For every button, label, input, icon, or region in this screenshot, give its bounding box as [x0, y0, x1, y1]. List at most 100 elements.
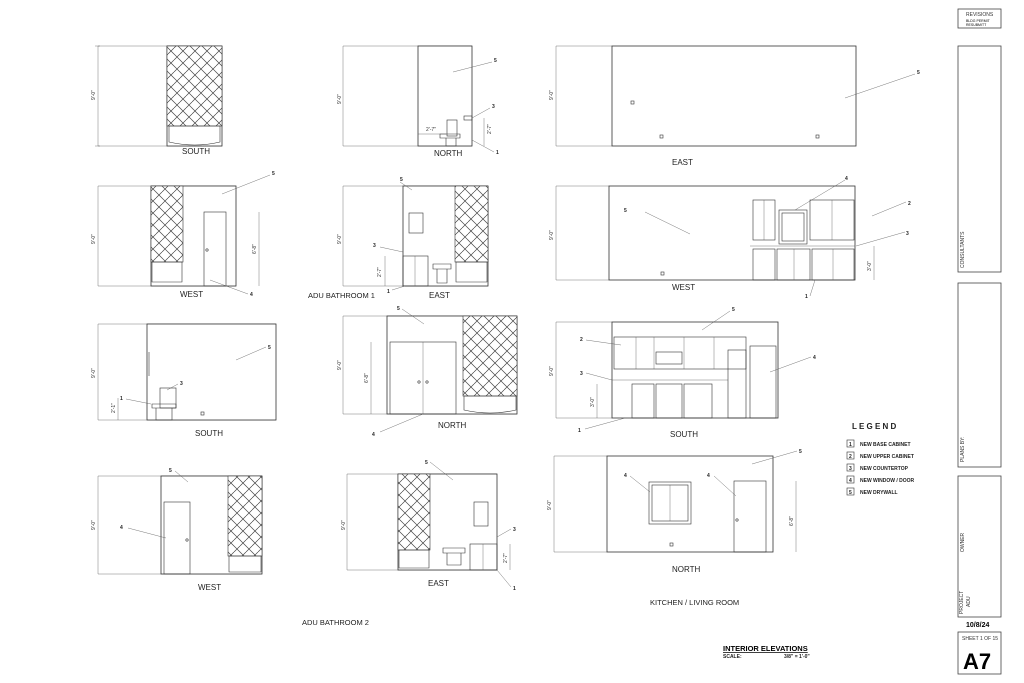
date: 10/8/24: [966, 622, 989, 629]
key-1: 1: [578, 428, 581, 434]
svg-text:BLDG PERMIT: BLDG PERMIT: [966, 19, 991, 23]
elevation-kitchen-south: 5 2 3 1 4 3'-0" 9'-0" SOUTH: [549, 307, 816, 439]
key-4: 4: [624, 473, 627, 479]
view-label: WEST: [198, 583, 221, 592]
svg-text:2: 2: [849, 454, 852, 460]
dim-wall-height: 9'-0": [337, 94, 343, 104]
dim-wall-height: 9'-0": [341, 520, 347, 530]
key-5: 5: [400, 177, 403, 183]
key-5: 5: [917, 70, 920, 76]
dim-wall-height: 9'-0": [549, 230, 555, 240]
view-label: SOUTH: [670, 430, 698, 439]
elevation-bath2-east: 5 3 1 2'-7" 9'-0" EAST ADU BATHROOM 2: [302, 460, 516, 627]
sheet-number: A7: [963, 649, 991, 674]
dim-wall-height: 9'-0": [91, 368, 97, 378]
dim-toilet-width: 2'-7": [426, 127, 436, 133]
elevation-bath1-north: 5 3 1 2'-7" 2'-7" 9'-0" NORTH: [337, 45, 499, 158]
key-5: 5: [425, 460, 428, 466]
key-1: 1: [120, 396, 123, 402]
sheet-count: SHEET 1 OF 15: [962, 636, 998, 642]
dim-counter-height: 3'-0": [867, 261, 873, 271]
svg-text:3: 3: [849, 466, 852, 472]
dim-wall-height: 9'-0": [91, 90, 97, 100]
key-2: 2: [580, 337, 583, 343]
key-3: 3: [180, 381, 183, 387]
legend-item-text: NEW BASE CABINET: [860, 442, 911, 448]
key-5: 5: [397, 306, 400, 312]
dim-vanity-height: 2'-7": [487, 124, 493, 134]
key-5: 5: [268, 345, 271, 351]
key-5: 5: [799, 449, 802, 455]
key-5: 5: [272, 171, 275, 177]
key-4: 4: [813, 355, 816, 361]
dim-door-height: 6'-8": [364, 373, 370, 383]
dim-wall-height: 9'-0": [337, 234, 343, 244]
view-label: NORTH: [672, 565, 701, 574]
section-label-bath2: ADU BATHROOM 2: [302, 618, 369, 627]
legend-title: L E G E N D: [852, 422, 897, 431]
key-5: 5: [624, 208, 627, 214]
elevation-bath2-north: 6'-8" 5 4 9'-0" NORTH: [337, 306, 518, 438]
key-4: 4: [120, 525, 123, 531]
svg-text:5: 5: [849, 490, 852, 496]
plans-by-label: PLANS BY:: [960, 436, 966, 462]
legend-item: 5 NEW DRYWALL: [846, 487, 898, 496]
elevation-bath1-east: 5 3 1 2'-7" 9'-0" ADU BATHROOM 1 EAST: [308, 177, 489, 300]
section-label-bath1: ADU BATHROOM 1: [308, 291, 375, 300]
legend-item: 1 NEW BASE CABINET: [846, 439, 911, 448]
key-3: 3: [580, 371, 583, 377]
title-block: REVISIONS BLDG PERMIT RESUBMITT CONSULTA…: [957, 8, 1002, 675]
legend-item-text: NEW UPPER CABINET: [860, 454, 914, 460]
key-2: 2: [908, 201, 911, 207]
elevation-kitchen-west: 5 4 2 3 1 3'-0" 9'-0" WEST: [549, 176, 911, 300]
view-label: EAST: [428, 579, 449, 588]
key-3: 3: [492, 104, 495, 110]
svg-text:1: 1: [849, 442, 852, 448]
view-label: NORTH: [438, 421, 467, 430]
consultants-label: CONSULTANTS: [960, 231, 966, 268]
dim-wall-height: 9'-0": [91, 234, 97, 244]
view-label: EAST: [672, 158, 693, 167]
project-label: PROJECT: [959, 591, 965, 614]
scale-label: SCALE:: [723, 654, 742, 660]
key-4: 4: [372, 432, 375, 438]
drawing-title-text: INTERIOR ELEVATIONS: [723, 644, 808, 653]
dim-wall-height: 9'-0": [337, 360, 343, 370]
key-4: 4: [845, 176, 848, 182]
key-4: 4: [707, 473, 710, 479]
key-3: 3: [373, 243, 376, 249]
view-label: SOUTH: [195, 429, 223, 438]
elevation-bath2-west: 5 4 9'-0" WEST: [91, 468, 263, 592]
svg-text:4: 4: [849, 478, 852, 484]
dim-toilet-height: 2'-1": [111, 403, 117, 413]
svg-text:RESUBMITT: RESUBMITT: [966, 23, 987, 27]
dim-wall-height: 9'-0": [549, 90, 555, 100]
key-1: 1: [513, 586, 516, 592]
drawing-title: INTERIOR ELEVATIONS SCALE: 3/8" = 1'-0": [723, 644, 810, 660]
section-label-kitchen: KITCHEN / LIVING ROOM: [650, 598, 739, 607]
dim-door-height: 6'-8": [252, 244, 258, 254]
dim-wall-height: 9'-0": [547, 500, 553, 510]
scale-value: 3/8" = 1'-0": [784, 654, 810, 660]
project-name: ADU: [966, 596, 972, 607]
dim-wall-height: 9'-0": [549, 366, 555, 376]
elevation-bath2-south: 5 3 1 2'-1" 9'-0" SOUTH: [91, 323, 277, 438]
key-5: 5: [494, 58, 497, 64]
key-5: 5: [732, 307, 735, 313]
key-1: 1: [496, 150, 499, 156]
key-5: 5: [169, 468, 172, 474]
key-1: 1: [387, 289, 390, 295]
view-label: WEST: [180, 290, 203, 299]
view-label: SOUTH: [182, 147, 210, 156]
key-1: 1: [805, 294, 808, 300]
owner-label: OWNER: [960, 532, 966, 552]
key-4: 4: [250, 292, 253, 298]
elevation-kitchen-north: 5 4 4 6'-8" 9'-0" NORTH KITCHEN / LIVING…: [547, 449, 802, 607]
view-label: NORTH: [434, 149, 463, 158]
legend-item-text: NEW WINDOW / DOOR: [860, 478, 915, 484]
legend-item: 3 NEW COUNTERTOP: [846, 463, 909, 472]
legend: L E G E N D 1 NEW BASE CABINET 2 NEW UPP…: [846, 422, 915, 496]
dim-door-height: 6'-8": [789, 516, 795, 526]
dim-vanity-height: 2'-7": [503, 553, 509, 563]
